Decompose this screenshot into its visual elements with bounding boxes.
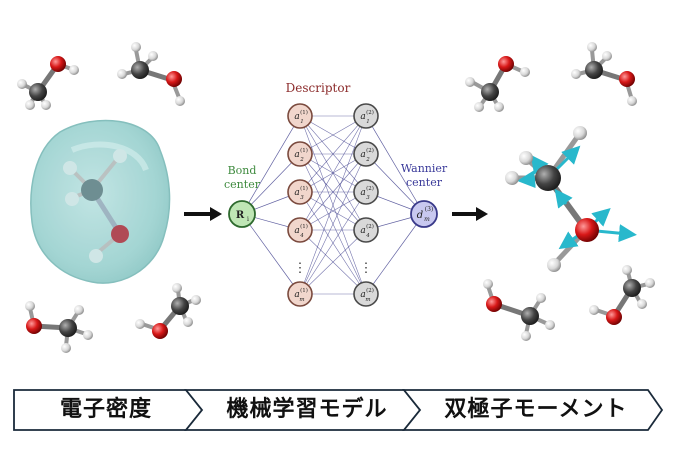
hidden-layer-2-node-sub: 3 — [366, 195, 370, 201]
hidden-layer-1-node-letter: a — [294, 188, 299, 198]
hidden-layer-1-node-sup: (1) — [300, 147, 308, 154]
network-edge — [241, 213, 301, 295]
network-edge — [299, 115, 367, 193]
wannier-center-label-line2: center — [406, 176, 443, 189]
network-edge — [299, 191, 367, 295]
input-node-sub: i — [247, 216, 249, 223]
hidden-layer-1-node-sub: 3 — [300, 195, 304, 201]
network-edge — [299, 153, 367, 231]
molecule-left-top-1 — [17, 56, 79, 110]
bond-center-label-line2: center — [224, 178, 261, 191]
network-edges — [241, 115, 425, 295]
molecule-right-top-1 — [465, 56, 530, 112]
hidden-layer-2-node: a(2) 1 — [353, 103, 379, 129]
hidden-layer-1: a(1)1a(1)2a(1)3a(1)4a(1)m⋮ — [287, 103, 313, 307]
hidden-layer-2-node-sub: 1 — [366, 119, 370, 125]
hidden-layer-1-node: a(1) 1 — [287, 103, 313, 129]
hidden-layer-1-node-sub: 4 — [299, 233, 304, 239]
flow-step-3-label: 双極子モーメント — [444, 397, 628, 422]
hidden-layer-2-node-letter: a — [360, 226, 365, 236]
network-edge — [365, 213, 425, 295]
descriptor-label: Descriptor — [286, 81, 351, 95]
arrow-network-to-right — [452, 207, 488, 221]
hidden-layer-1-node: a(1) m — [287, 281, 313, 307]
output-node: d (3) m — [410, 200, 438, 228]
molecule-right-top-2 — [571, 42, 637, 106]
bond-center-label-line1: Bond — [228, 164, 257, 177]
hidden-layer-1-node-letter: a — [294, 112, 299, 122]
hidden-layer-2-node-letter: a — [360, 290, 365, 300]
hidden-layer-1-node: a(1) 2 — [287, 141, 313, 167]
hidden-layer-1-node-sup: (1) — [300, 223, 308, 230]
molecule-right-bottom-2 — [589, 265, 655, 325]
input-node-label: R — [236, 210, 245, 221]
arrow-left-to-network — [184, 207, 222, 221]
hidden-layer-1-node-letter: a — [294, 290, 299, 300]
molecule-left-bottom-1 — [25, 301, 93, 353]
hidden-layer-2-node: a(2) 4 — [353, 217, 379, 243]
wannier-center-label-line1: Wannier — [401, 162, 448, 175]
flow-step-3-shape — [402, 389, 664, 431]
molecule-with-dipoles — [505, 126, 637, 272]
hidden-layer-1-node-letter: a — [294, 226, 299, 236]
input-node: R i — [228, 200, 256, 228]
hidden-layer-2-node-letter: a — [360, 150, 365, 160]
network-edge — [365, 153, 425, 215]
hidden-layer-2-node: a(2) 3 — [353, 179, 379, 205]
hidden-layer-2-node-sup: (2) — [366, 109, 374, 116]
hidden-layer-2-node-sup: (2) — [366, 223, 374, 230]
process-flow: 電子密度 機械学習モデル 双極子モーメント — [0, 370, 675, 450]
hidden-layer-1-node-sub: 2 — [299, 157, 304, 163]
hidden-layer-1-node-sub: m — [299, 297, 304, 303]
hidden-layer-2-node-sub: 4 — [365, 233, 370, 239]
hidden-layer-2-node-sub: m — [365, 297, 370, 303]
molecule-left-top-2 — [117, 42, 185, 106]
hidden-layer-2-node-letter: a — [360, 188, 365, 198]
hidden-layer-2-node-sup: (2) — [366, 147, 374, 154]
schematic-scene: Descriptor Bond center Wannier center R … — [17, 42, 655, 353]
network-edge — [299, 115, 367, 231]
network-edge — [299, 115, 367, 295]
output-node-sub: m — [424, 216, 430, 223]
hidden-layer-2-node-sup: (2) — [366, 185, 374, 192]
network-edge — [241, 115, 301, 215]
hidden-layer-2-node-letter: a — [360, 112, 365, 122]
network-edge — [299, 153, 367, 295]
hidden-layer-2: a(2)1a(2)2a(2)3a(2)4a(2)m⋮ — [353, 103, 379, 307]
output-node-sup: (3) — [425, 206, 434, 213]
output-node-label: d — [417, 210, 423, 221]
hidden-layer-2-node: a(2) 2 — [353, 141, 379, 167]
network-edge — [299, 229, 367, 295]
electron-density-cloud — [30, 119, 171, 284]
hidden-layer-1-node: a(1) 3 — [287, 179, 313, 205]
hidden-layer-2-ellipsis: ⋮ — [360, 261, 373, 276]
hidden-layer-1-node-sup: (1) — [300, 185, 308, 192]
flow-chevrons — [13, 389, 664, 431]
network-edge — [241, 153, 301, 215]
flow-step-2-label: 機械学習モデル — [226, 397, 388, 422]
hidden-layer-1-node-sup: (1) — [300, 287, 308, 294]
hidden-layer-2-node: a(2) m — [353, 281, 379, 307]
hidden-layer-1-node-letter: a — [294, 150, 299, 160]
hidden-layer-1-node-sup: (1) — [300, 109, 308, 116]
network-edge — [365, 115, 425, 215]
hidden-layer-1-node: a(1) 4 — [287, 217, 313, 243]
hidden-layer-2-node-sup: (2) — [366, 287, 374, 294]
hidden-layer-1-ellipsis: ⋮ — [294, 261, 307, 276]
hidden-layer-1-node-sub: 1 — [300, 119, 304, 125]
molecule-right-bottom-1 — [483, 279, 555, 341]
hidden-layer-2-node-sub: 2 — [365, 157, 370, 163]
molecule-left-bottom-2 — [135, 283, 201, 339]
flow-step-1-label: 電子密度 — [59, 397, 152, 422]
